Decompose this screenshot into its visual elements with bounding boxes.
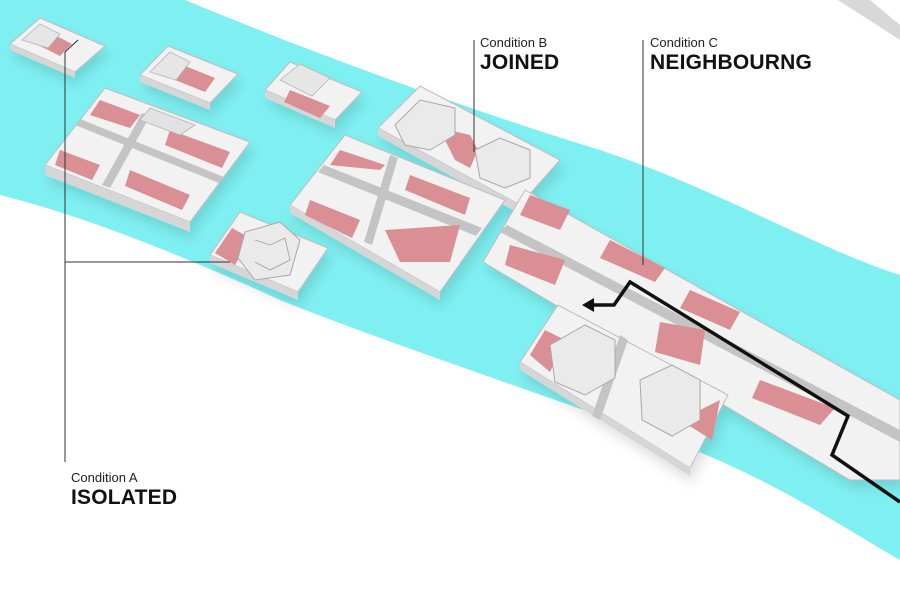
platform-isolated-2 bbox=[139, 45, 239, 110]
platform-isolated-3 bbox=[264, 61, 363, 128]
platform-middle-cluster bbox=[289, 134, 506, 300]
leader-line-condition-a bbox=[64, 39, 230, 263]
condition-c-path bbox=[590, 279, 900, 504]
platform-isolated-house bbox=[209, 211, 329, 300]
condition-b-title: JOINED bbox=[480, 51, 560, 74]
condition-c-caption: Condition C bbox=[650, 35, 718, 50]
condition-a-title: ISOLATED bbox=[71, 486, 178, 509]
corner-strip bbox=[838, 0, 900, 40]
path-arrowhead bbox=[582, 298, 594, 312]
platform-isolated-cluster bbox=[44, 87, 251, 232]
condition-c-title: NEIGHBOURNG bbox=[650, 51, 813, 74]
condition-c-label: Condition C NEIGHBOURNG bbox=[646, 33, 817, 78]
platform-neighbouring-houses bbox=[519, 304, 729, 476]
platform-joined bbox=[377, 85, 561, 214]
condition-b-label: Condition B JOINED bbox=[476, 33, 564, 78]
platform-isolated-1 bbox=[9, 17, 106, 78]
condition-a-caption: Condition A bbox=[71, 470, 138, 485]
condition-a-label: Condition A ISOLATED bbox=[67, 468, 182, 513]
condition-b-caption: Condition B bbox=[480, 35, 548, 50]
leader-lines bbox=[64, 39, 644, 462]
